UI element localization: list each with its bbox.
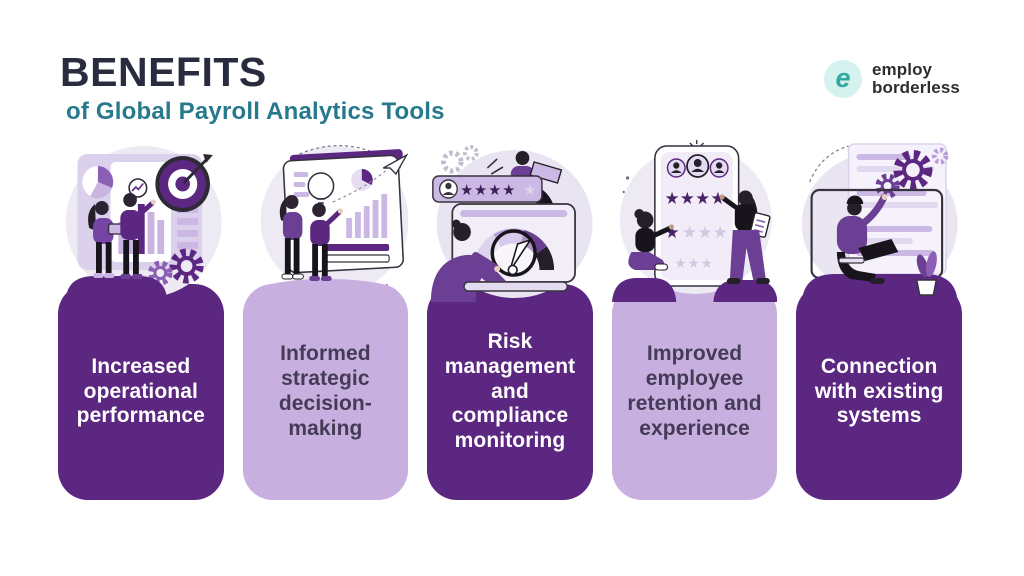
team-analytics-target-illustration-icon — [58, 140, 224, 302]
workstation-gears-integration-illustration-icon — [796, 140, 962, 302]
page-header: BENEFITS of Global Payroll Analytics Too… — [60, 52, 445, 126]
benefit-card-3: Risk management and compliance monitorin… — [427, 284, 593, 500]
svg-text:★★★★: ★★★★ — [460, 182, 516, 199]
benefit-card-1: Increased operational performance — [58, 284, 224, 500]
brand-logo: e employ borderless — [824, 60, 960, 98]
benefit-column-2: Informed strategic decision- making — [242, 140, 409, 500]
page-title: BENEFITS — [60, 49, 267, 95]
benefit-card-5: Connection with existing systems — [796, 284, 962, 500]
benefit-card-2: Informed strategic decision- making — [242, 284, 409, 500]
risk-gauge-monitoring-illustration-icon: ★★★★ ★ — [427, 140, 593, 302]
benefit-card-4: Improved employee retention and experien… — [611, 284, 778, 500]
benefit-column-4: ★★★★ ★ ★★★ ★★★ — [611, 140, 778, 500]
employee-star-ratings-illustration-icon: ★★★★ ★ ★★★ ★★★ — [611, 140, 778, 302]
brand-name-line1: employ — [872, 59, 933, 79]
brand-name: employ borderless — [872, 59, 960, 98]
brand-logo-letter: e — [835, 62, 851, 93]
svg-text:★★★: ★★★ — [674, 256, 714, 272]
benefits-row: Increased operational performance — [58, 140, 962, 500]
benefit-column-5: Connection with existing systems — [796, 140, 962, 500]
brand-logo-icon: e — [824, 60, 862, 98]
svg-text:★★★★: ★★★★ — [664, 188, 725, 208]
svg-text:★★★: ★★★ — [682, 222, 728, 242]
benefit-label-5: Connection with existing systems — [814, 354, 944, 428]
svg-text:★: ★ — [524, 182, 537, 199]
page-subtitle: of Global Payroll Analytics Tools — [66, 98, 445, 125]
brand-name-line2: borderless — [872, 78, 960, 97]
benefit-label-2: Informed strategic decision- making — [278, 342, 372, 440]
benefit-label-3: Risk management and compliance monitorin… — [444, 330, 576, 453]
benefit-column-3: ★★★★ ★ Risk management and complia — [427, 140, 593, 500]
benefit-label-1: Increased operational performance — [76, 354, 205, 428]
strategy-presentation-board-illustration-icon — [243, 140, 409, 302]
benefit-column-1: Increased operational performance — [58, 140, 224, 500]
benefit-label-4: Improved employee retention and experien… — [627, 342, 762, 440]
